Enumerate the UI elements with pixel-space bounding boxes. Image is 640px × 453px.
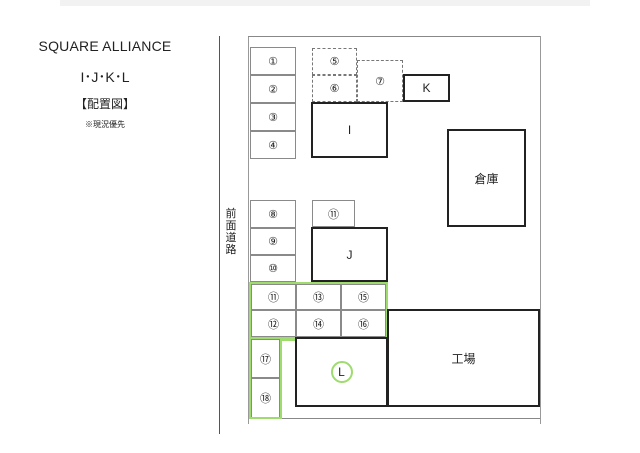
highlight-parking-block xyxy=(249,282,388,339)
parking-space-10: ⑩ xyxy=(250,255,296,282)
building-l-label: L xyxy=(338,365,345,379)
layout-heading: 【配置図】 xyxy=(74,97,135,111)
scan-top-edge xyxy=(60,0,590,6)
parking-space-16: ⑯ xyxy=(341,310,386,337)
parking-space-8: ⑧ xyxy=(250,200,296,228)
parking-space-9: ⑨ xyxy=(250,228,296,255)
building-k: K xyxy=(403,74,450,102)
parking-space-1: ① xyxy=(250,47,296,75)
parking-space-11: ⑪ xyxy=(251,284,296,310)
highlight-connector xyxy=(282,339,296,341)
site-boundary-top xyxy=(248,36,541,37)
parking-space-15: ⑮ xyxy=(341,284,386,310)
warehouse: 倉庫 xyxy=(447,129,526,227)
building-l: L xyxy=(295,337,388,407)
parking-space-3: ③ xyxy=(250,103,296,131)
document-title: SQUARE ALLIANCE xyxy=(38,38,172,54)
front-road-label: 前面道路 xyxy=(225,208,237,256)
highlight-bottom-edge xyxy=(249,417,282,419)
site-boundary-bottom xyxy=(280,418,540,419)
building-j: J xyxy=(311,227,388,282)
parking-space-14: ⑭ xyxy=(296,310,341,337)
parking-space-2: ② xyxy=(250,75,296,103)
site-boundary-right xyxy=(540,36,541,424)
current-status-note: ※現況優先 xyxy=(85,120,125,129)
parking-space-12: ⑫ xyxy=(251,310,296,337)
building-l-highlight-circle xyxy=(331,361,353,383)
building-list: I･J･K･L xyxy=(80,69,130,85)
parking-space-6: ⑥ xyxy=(312,75,357,102)
building-i: I xyxy=(311,102,388,158)
parking-space-13: ⑬ xyxy=(296,284,341,310)
parking-space-5: ⑤ xyxy=(312,48,357,75)
highlight-right-edge xyxy=(280,339,282,419)
road-edge-line xyxy=(219,36,220,434)
parking-space-4: ④ xyxy=(250,131,296,159)
parking-space-7: ⑦ xyxy=(357,60,403,102)
site-boundary-left xyxy=(248,36,249,424)
parking-space-17: ⑰ xyxy=(251,339,280,378)
factory: 工場 xyxy=(387,309,540,407)
parking-space-18: ⑱ xyxy=(251,378,280,418)
parking-space-11-upper: ⑪ xyxy=(312,200,355,227)
highlight-left-edge xyxy=(249,339,251,419)
